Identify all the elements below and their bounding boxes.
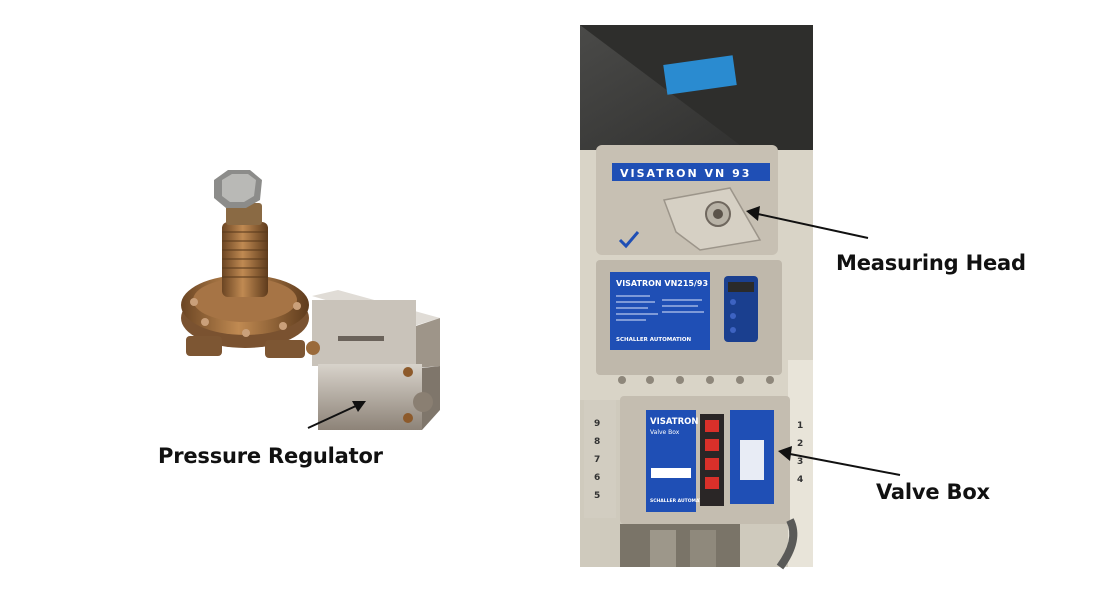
pressure-regulator-image — [181, 170, 440, 430]
panel-maker-text: SCHALLER AUTOMATION — [616, 337, 692, 343]
valve-brand-text: VISATRON — [650, 417, 698, 427]
head-nameplate — [612, 163, 770, 181]
panel-label — [610, 272, 710, 350]
terminal-left-3: 6 — [594, 473, 600, 483]
terminal-right-2: 3 — [797, 457, 803, 467]
terminal-right-1: 2 — [797, 439, 803, 449]
measuring-head-label: Measuring Head — [836, 251, 1026, 275]
head-brand-text: VISATRON VN 93 — [620, 167, 751, 180]
panel-brand-text: VISATRON VN215/93 — [616, 279, 708, 288]
visatron-photo: VISATRON VN 93 VISATRON VN215/93 SCHALLE… — [580, 25, 813, 570]
valve-sub-text: Valve Box — [650, 429, 680, 436]
valve-box-pointer-arrow — [778, 446, 901, 476]
terminal-left-4: 5 — [594, 491, 600, 501]
terminal-right-3: 4 — [797, 475, 803, 485]
valve-maker-text: SCHALLER AUTOMATION — [650, 498, 712, 504]
terminal-left-1: 8 — [594, 437, 600, 447]
terminal-left-2: 7 — [594, 455, 600, 465]
terminal-strip-left — [584, 400, 616, 518]
terminal-left-0: 9 — [594, 419, 600, 429]
valve-box-label: Valve Box — [876, 480, 990, 504]
valve-label — [646, 410, 696, 512]
pressure-regulator-label: Pressure Regulator — [158, 444, 383, 468]
measuring-head-pointer-arrow — [746, 206, 869, 239]
regulator-pointer-arrow — [307, 401, 366, 429]
terminal-right-0: 1 — [797, 421, 803, 431]
indicator-panel — [724, 276, 758, 342]
